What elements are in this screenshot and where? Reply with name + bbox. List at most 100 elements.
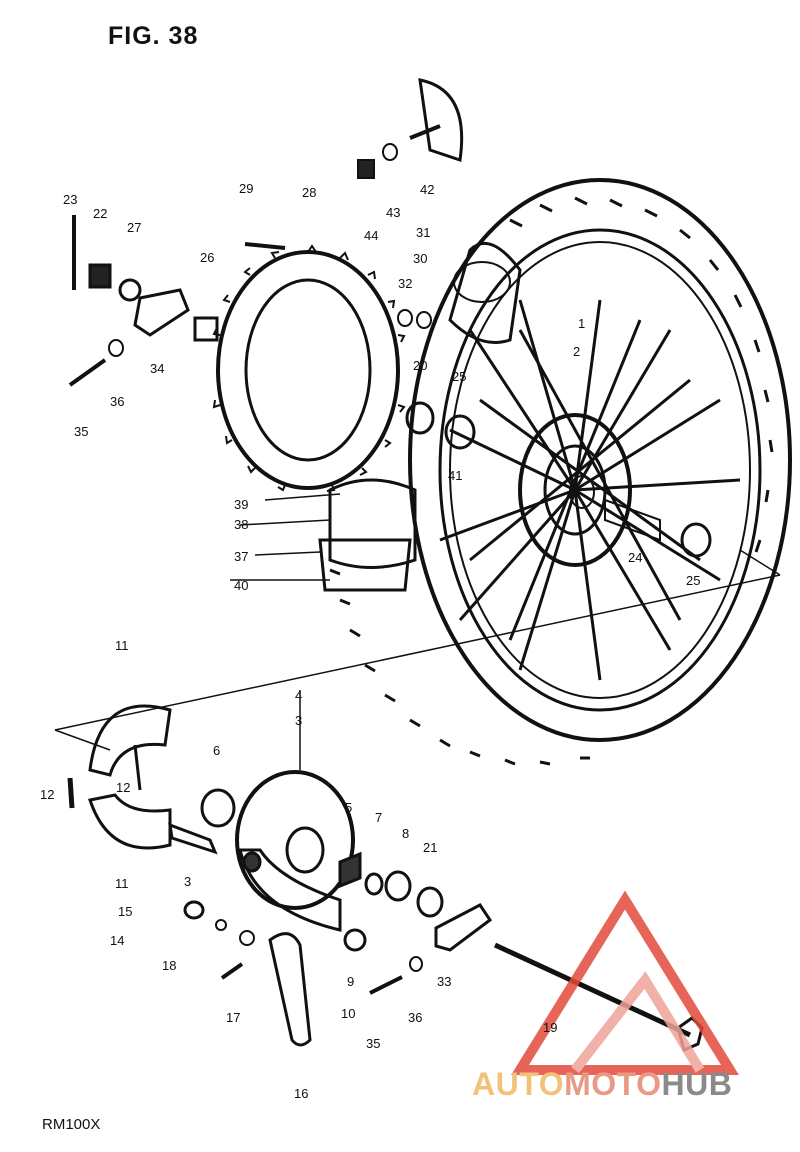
chain-adjuster-right [434,903,493,952]
adjuster-bolt [68,358,107,387]
chain-adjuster [133,288,190,337]
label-11b: 11 [115,876,129,891]
label-36a: 36 [110,394,124,409]
bolt-17 [220,962,244,980]
label-1: 1 [578,316,585,331]
bearing [444,414,476,450]
label-44: 44 [364,228,378,243]
rim-lock [328,478,417,569]
label-35b: 35 [366,1036,380,1051]
label-15: 15 [118,904,132,919]
label-18: 18 [162,958,176,973]
label-12b: 12 [116,780,130,795]
nut-right [409,956,423,972]
brake-shoe-lower [88,793,172,850]
hub [518,413,632,567]
tube [448,241,522,344]
spacer-8 [384,870,412,902]
label-43: 43 [386,205,400,220]
spokes [439,299,741,681]
label-25b: 25 [686,573,700,588]
label-39: 39 [234,497,248,512]
label-31: 31 [416,225,430,240]
watermark-auto: AUTO [472,1066,565,1102]
sprocket-bolt [244,242,286,250]
spring-12 [67,777,75,809]
label-16: 16 [294,1086,308,1101]
label-4: 4 [295,688,302,703]
guide-lines [54,493,781,770]
bushing-9 [343,928,367,952]
watermark-hub: HUB [661,1066,733,1102]
label-12a: 12 [40,787,54,802]
label-28: 28 [302,185,316,200]
model-code: RM100X [42,1116,101,1133]
brake-shoe-upper [88,704,172,777]
label-34: 34 [150,361,164,376]
label-29: 29 [239,181,253,196]
washer-14 [215,919,227,931]
label-36b: 36 [408,1010,422,1025]
bearing-5 [338,851,362,889]
label-3b: 3 [184,874,191,889]
label-7: 7 [375,810,382,825]
oil-seal [405,401,435,435]
tire-section [318,538,412,592]
label-23: 23 [63,192,77,207]
brake-cam [168,822,218,855]
label-3: 3 [295,713,302,728]
label-10: 10 [341,1006,355,1021]
label-32: 32 [398,276,412,291]
label-2: 2 [573,344,580,359]
label-6: 6 [213,743,220,758]
label-11a: 11 [115,638,129,653]
label-37: 37 [234,549,248,564]
axle-nut [88,263,112,289]
collar-21 [416,886,444,918]
rear-axle [493,942,692,1038]
rear-sprocket [212,244,406,492]
spacer [193,316,219,342]
rim-inner [449,241,751,699]
label-42: 42 [420,182,434,197]
watermark-moto: MOTO [564,1066,662,1102]
brake-panel [235,770,355,932]
nut-30 [416,311,432,329]
callout-labels: 1 2 3 3 4 5 6 7 8 9 10 11 11 12 12 14 15… [40,181,700,1101]
adjuster-bolt-right [369,975,403,995]
washer [118,278,142,302]
chain-guide [418,78,464,162]
label-35a: 35 [74,424,88,439]
label-27: 27 [127,220,141,235]
label-17: 17 [226,1010,240,1025]
label-41: 41 [448,468,462,483]
nut-44 [357,159,375,179]
watermark-text: AUTOMOTOHUB [472,1066,732,1103]
lever-15 [183,900,205,920]
label-19: 19 [543,1020,557,1035]
washer-7 [364,872,384,896]
washer-43 [382,143,398,161]
label-26: 26 [200,250,214,265]
label-25a: 25 [452,369,466,384]
label-21: 21 [423,840,437,855]
bearing-right [680,522,712,558]
label-14: 14 [110,933,124,948]
label-30: 30 [413,251,427,266]
nut [108,339,124,357]
rear-wheel [329,178,792,766]
tire-outline [408,178,792,742]
label-9: 9 [347,974,354,989]
watermark-logo [511,890,739,1075]
label-40: 40 [234,578,248,593]
rim-outer [438,228,762,712]
shoe-spring [133,744,142,791]
label-8: 8 [402,826,409,841]
bush-6 [200,788,236,828]
label-5: 5 [345,800,352,815]
label-38: 38 [234,517,248,532]
label-22: 22 [93,206,107,221]
label-33: 33 [437,974,451,989]
